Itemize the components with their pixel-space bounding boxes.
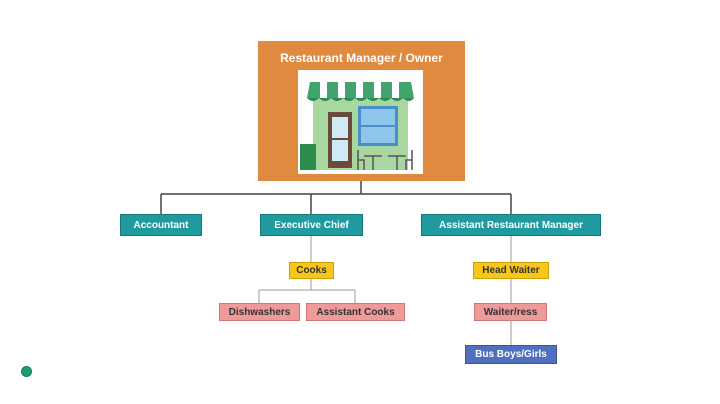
restaurant-storefront-icon (298, 70, 423, 174)
node-bus-boys-girls[interactable]: Bus Boys/Girls (465, 345, 557, 364)
root-node-restaurant-manager[interactable]: Restaurant Manager / Owner (258, 41, 465, 181)
status-dot-icon (21, 366, 32, 377)
node-dishwashers[interactable]: Dishwashers (219, 303, 300, 321)
node-assistant-restaurant-manager[interactable]: Assistant Restaurant Manager (421, 214, 601, 236)
node-accountant[interactable]: Accountant (120, 214, 202, 236)
node-cooks[interactable]: Cooks (289, 262, 334, 279)
node-head-waiter[interactable]: Head Waiter (473, 262, 549, 279)
node-executive-chief[interactable]: Executive Chief (260, 214, 363, 236)
node-waiter-ress[interactable]: Waiter/ress (474, 303, 547, 321)
root-node-label: Restaurant Manager / Owner (280, 51, 443, 65)
node-assistant-cooks[interactable]: Assistant Cooks (306, 303, 405, 321)
